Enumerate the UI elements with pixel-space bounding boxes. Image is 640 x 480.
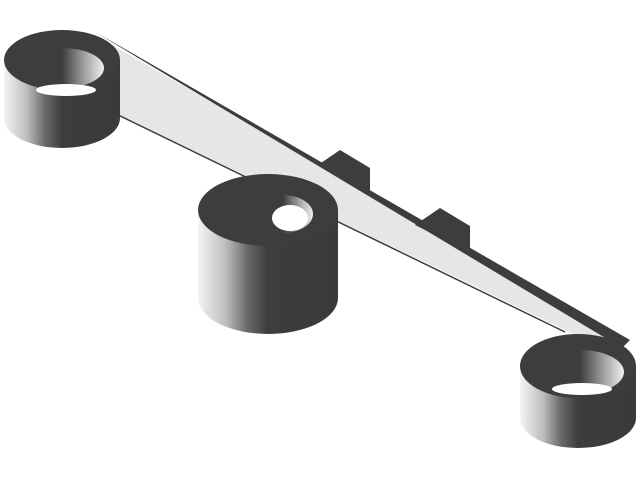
center-boss [198, 174, 338, 334]
right-ring [520, 334, 636, 448]
tab [415, 208, 470, 252]
tab [318, 150, 370, 195]
left-ring [4, 30, 120, 148]
